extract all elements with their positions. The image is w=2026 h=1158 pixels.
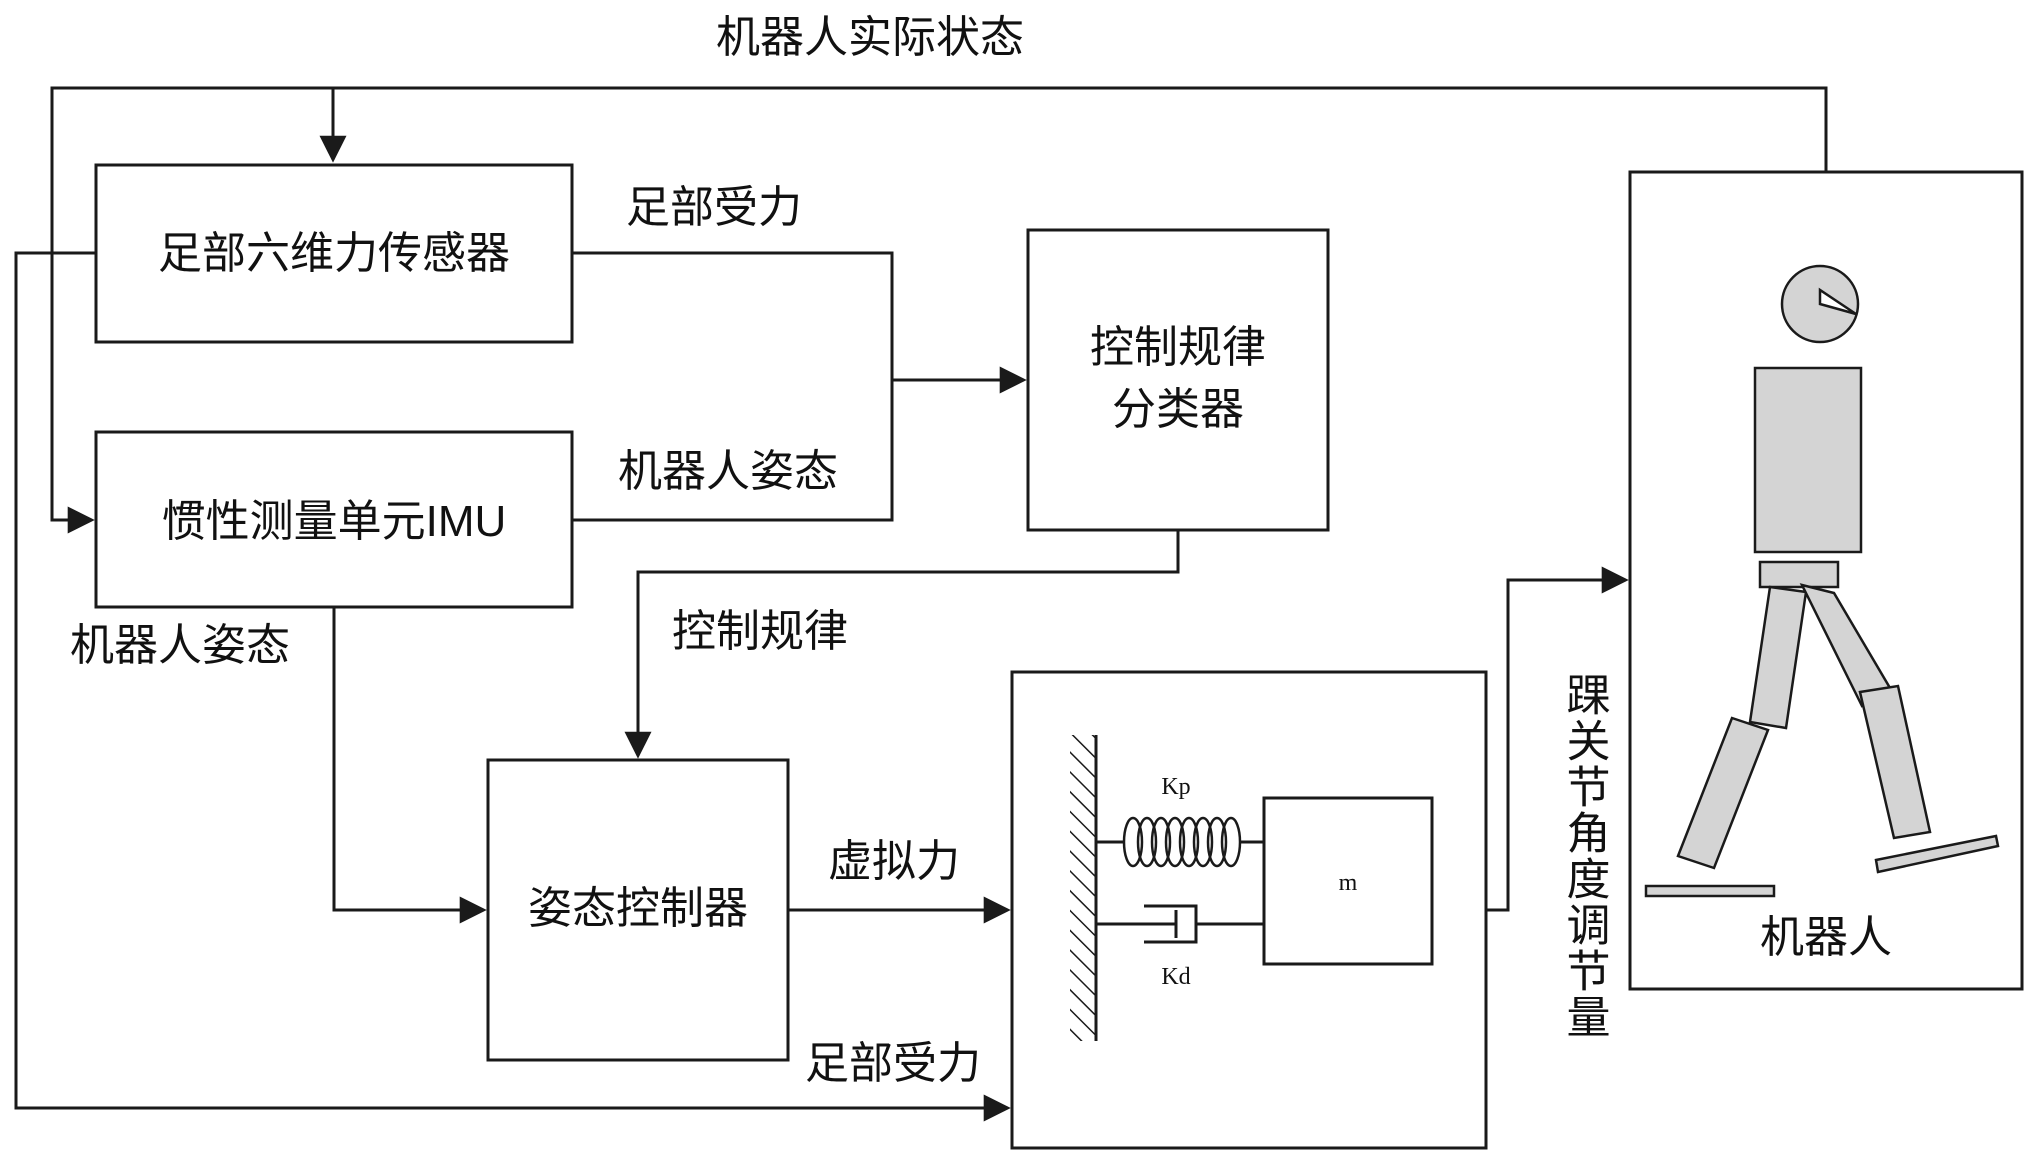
- force-sensor-label: 足部六维力传感器: [158, 229, 510, 278]
- damper-label: Kd: [1161, 964, 1190, 990]
- imu-to-controller-line: [332, 607, 487, 924]
- robot-block: 机器人: [1628, 170, 2024, 991]
- foot-force-bottom-label: 足部受力: [805, 1039, 981, 1088]
- control-law-line: [624, 530, 1180, 759]
- force-sensor-block: 足部六维力传感器: [94, 163, 574, 344]
- imu-label: 惯性测量单元IMU: [162, 497, 507, 546]
- control-law-label: 控制规律: [672, 607, 848, 656]
- classifier-label-line2: 分类器: [1112, 385, 1244, 434]
- ankle-adjust-line: [1486, 566, 1629, 912]
- spring-icon: [1096, 816, 1264, 868]
- actual-state-feedback: [50, 86, 1828, 534]
- foot-force-top-label: 足部受力: [626, 183, 802, 232]
- mass-label: m: [1339, 870, 1358, 896]
- pose-controller-label: 姿态控制器: [528, 884, 748, 933]
- robot-pose-right-label: 机器人姿态: [618, 447, 838, 496]
- classifier-block: 控制规律 分类器: [1026, 228, 1330, 532]
- mass-box: [1262, 796, 1434, 966]
- actual-state-label: 机器人实际状态: [716, 13, 1024, 62]
- imu-block: 惯性测量单元IMU: [94, 430, 574, 609]
- robot-pose-left-label: 机器人姿态: [70, 621, 290, 670]
- wall-hatch: [1070, 735, 1096, 1041]
- virtual-model-block: Kp Kd m: [1010, 670, 1488, 1150]
- ankle-adjust-label: 踝关节角度调节量: [1560, 672, 1610, 1040]
- foot-force-feedback: [14, 251, 1011, 1122]
- pose-controller-block: 姿态控制器: [486, 758, 790, 1062]
- spring-label: Kp: [1161, 774, 1190, 800]
- robot-label: 机器人: [1760, 913, 1892, 962]
- classifier-inputs: [572, 251, 1027, 522]
- virtual-force-label: 虚拟力: [828, 837, 960, 886]
- classifier-label-line1: 控制规律: [1090, 323, 1266, 372]
- robot-figure-icon: [1644, 264, 2000, 898]
- damper-icon: [1096, 904, 1264, 944]
